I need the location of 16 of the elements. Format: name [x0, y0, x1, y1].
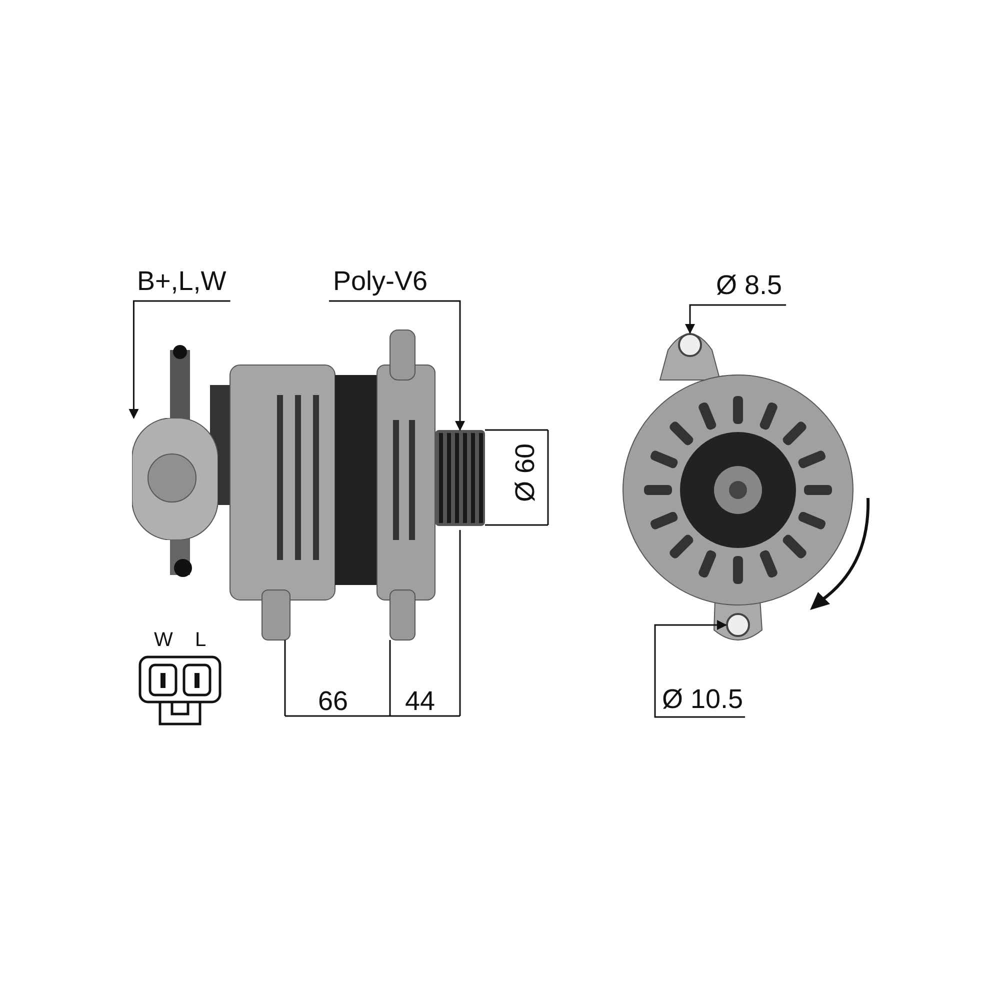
leader-label: B+,L,W [137, 268, 226, 295]
leader-line [685, 304, 786, 334]
leader-line [654, 620, 746, 718]
leader-label: Ø 8.5 [716, 272, 782, 299]
pulley [435, 430, 485, 526]
dimension-label: Ø 60 [512, 443, 539, 502]
dimension-label: 66 [318, 688, 348, 715]
leader-label: Poly-V6 [333, 268, 428, 295]
pin-label: L [195, 630, 206, 650]
dimension-label: 44 [405, 688, 436, 715]
pin-label: W [154, 630, 173, 650]
leader-label: Ø 10.5 [662, 686, 744, 713]
mounting-hole [678, 333, 702, 357]
leader-line [329, 300, 465, 431]
leader-line [128, 300, 230, 419]
terminal-housing [132, 418, 218, 540]
